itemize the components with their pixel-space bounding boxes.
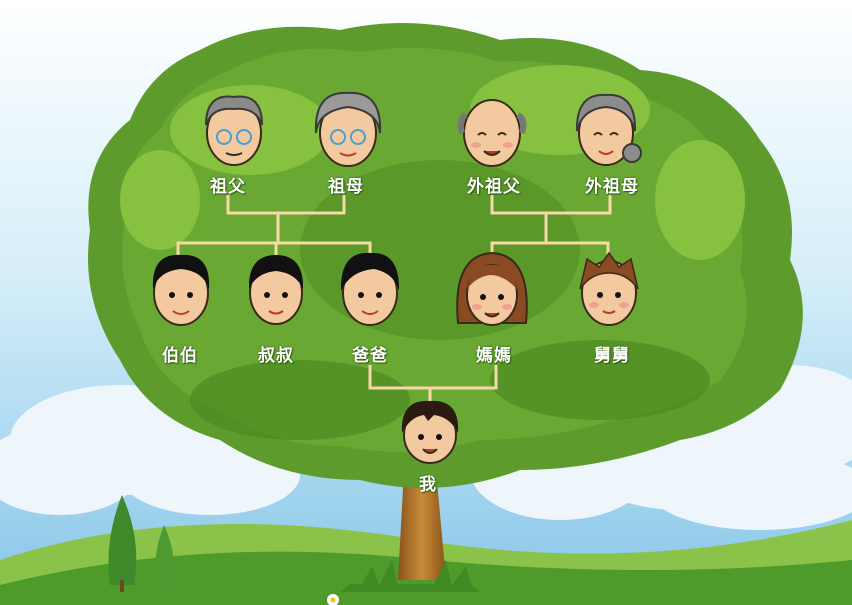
label-mother: 媽媽 — [476, 346, 512, 365]
uncle-younger-face-icon — [248, 255, 304, 325]
uncle-elder-face-icon — [152, 254, 210, 326]
maternal-uncle-face-icon — [579, 251, 639, 326]
grandfather-face-icon — [205, 95, 263, 166]
label-grandfather-maternal: 外祖父 — [467, 177, 521, 196]
father-face-icon — [340, 252, 400, 326]
label-grandfather-paternal: 祖父 — [210, 177, 246, 196]
grass-tuft — [340, 560, 480, 592]
bun-grandmother-face-icon — [575, 93, 642, 166]
label-uncle-younger: 叔叔 — [258, 346, 294, 365]
me-face-icon — [401, 400, 459, 464]
mother-face-icon — [456, 251, 528, 326]
tree-trunk — [398, 470, 446, 580]
label-uncle-elder: 伯伯 — [162, 346, 198, 365]
flower-icon — [327, 594, 339, 605]
label-me: 我 — [419, 475, 437, 494]
grandmother-face-icon — [314, 91, 382, 167]
label-father: 爸爸 — [352, 346, 388, 365]
label-grandmother-paternal: 祖母 — [328, 177, 364, 196]
label-maternal-uncle: 舅舅 — [594, 346, 630, 365]
small-trees — [108, 495, 174, 592]
label-grandmother-maternal: 外祖母 — [585, 177, 639, 196]
bald-grandfather-face-icon — [457, 99, 527, 167]
